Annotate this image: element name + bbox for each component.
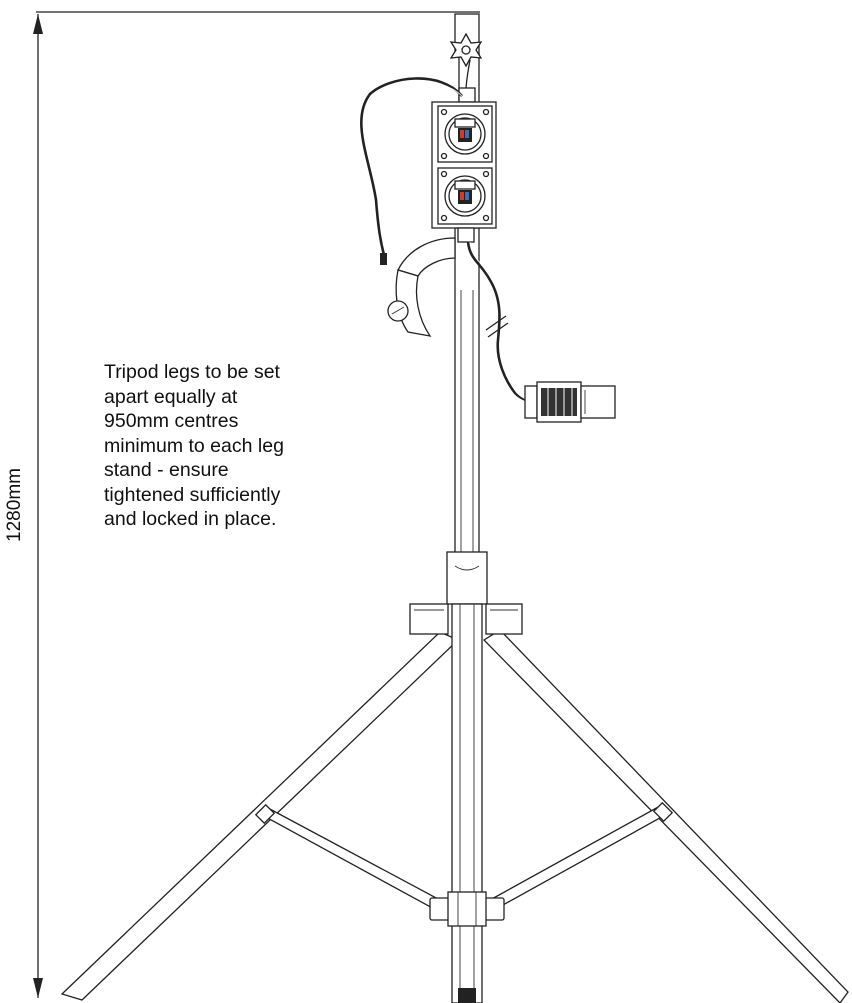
- note-line: Tripod legs to be set: [104, 361, 280, 383]
- left-brace: [260, 807, 441, 911]
- cable-break-mark-2: [487, 322, 509, 338]
- dimension-label: 1280mm: [4, 468, 25, 542]
- sleeve-detail: [454, 565, 480, 571]
- socket-box: [431, 59, 497, 243]
- pole-lower-tube: [451, 603, 483, 1003]
- pole-sleeve: [446, 551, 488, 605]
- cable-end: [380, 253, 387, 265]
- pole-foot: [458, 988, 476, 1003]
- note-line: 950mm centres: [104, 410, 239, 432]
- tripod-setup-note: Tripod legs to be set apart equally at 9…: [104, 360, 374, 532]
- hook-ring-detail: [391, 306, 405, 315]
- note-line: apart equally at: [104, 385, 238, 408]
- socket-outlet-upper: [437, 105, 493, 163]
- industrial-plug-icon: [524, 381, 616, 423]
- note-line: and locked in place.: [104, 508, 277, 530]
- hook-arm: [397, 237, 456, 277]
- pole-main-segment: [454, 227, 480, 559]
- leg-collar: [409, 603, 523, 635]
- height-dimension: 1280mm: [4, 11, 480, 998]
- note-line: minimum to each leg: [104, 434, 284, 457]
- note-line: stand - ensure: [104, 459, 229, 481]
- hub-center: [447, 891, 487, 927]
- collar-left-block: [409, 603, 449, 635]
- hook-curve: [395, 269, 432, 337]
- socket-outlet-lower: [437, 167, 493, 225]
- right-brace: [489, 805, 669, 911]
- tripod-legs: [60, 629, 849, 1003]
- left-brace-bracket: [254, 803, 276, 825]
- bottom-gland: [457, 227, 475, 243]
- dimension-arrow-bottom: [33, 978, 43, 998]
- collar-right-block: [485, 603, 523, 635]
- hook-bracket: [387, 237, 456, 337]
- cable-break-mark-1: [485, 315, 507, 331]
- star-knob-icon: [449, 32, 483, 68]
- brace-hub: [429, 891, 505, 927]
- supply-cable: [466, 241, 541, 404]
- dimension-arrow-top: [33, 14, 43, 34]
- loose-cable: [360, 77, 463, 265]
- note-line: tightened sufficiently: [104, 483, 281, 506]
- right-brace-bracket: [652, 801, 674, 823]
